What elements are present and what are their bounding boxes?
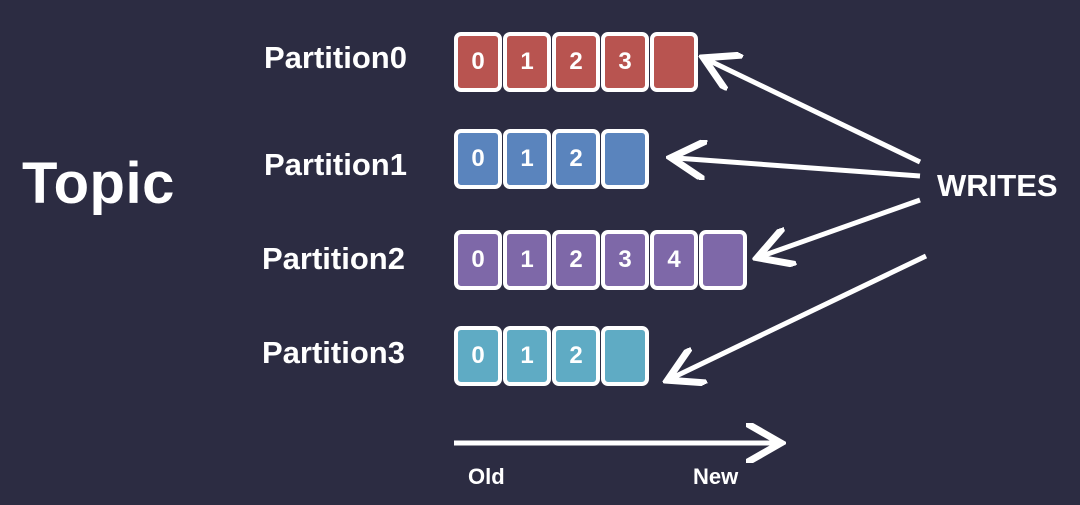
writes-label: WRITES: [937, 168, 1058, 203]
write-arrow-partition3: [672, 253, 928, 378]
partition-label-2: Partition2: [262, 241, 405, 276]
partition-0-offset-cell: 2: [552, 32, 600, 92]
partition-1-offset-cell: [601, 129, 649, 189]
partition-2-offset-cell: 2: [552, 230, 600, 290]
partition-3-offset-cell: 2: [552, 326, 600, 386]
write-arrow-partition0: [708, 60, 922, 165]
axis-old-label: Old: [468, 464, 505, 489]
write-arrow-partition1: [676, 158, 921, 176]
partition-3-offset-cell: 1: [503, 326, 551, 386]
partition-label-0: Partition0: [264, 40, 407, 75]
partition-2-offset-cell: [699, 230, 747, 290]
partition-1-offset-cell: 0: [454, 129, 502, 189]
partition-1-offset-cell: 1: [503, 129, 551, 189]
topic-title: Topic: [22, 151, 175, 216]
partition-0-offset-cell: 0: [454, 32, 502, 92]
partition-label-3: Partition3: [262, 335, 405, 370]
partition-3-offset-cell: 0: [454, 326, 502, 386]
partition-2-offset-cell: 4: [650, 230, 698, 290]
partition-0-offset-cell: [650, 32, 698, 92]
partition-0-offset-cell: 3: [601, 32, 649, 92]
partition-label-1: Partition1: [264, 147, 407, 182]
partition-2-offset-cell: 1: [503, 230, 551, 290]
partition-2-offset-cell: 0: [454, 230, 502, 290]
axis-new-label: New: [693, 464, 739, 489]
write-arrow-partition2: [762, 197, 921, 256]
partition-0-offset-cell: 1: [503, 32, 551, 92]
partition-3-offset-cell: [601, 326, 649, 386]
partition-2-offset-cell: 3: [601, 230, 649, 290]
partition-1-offset-cell: 2: [552, 129, 600, 189]
